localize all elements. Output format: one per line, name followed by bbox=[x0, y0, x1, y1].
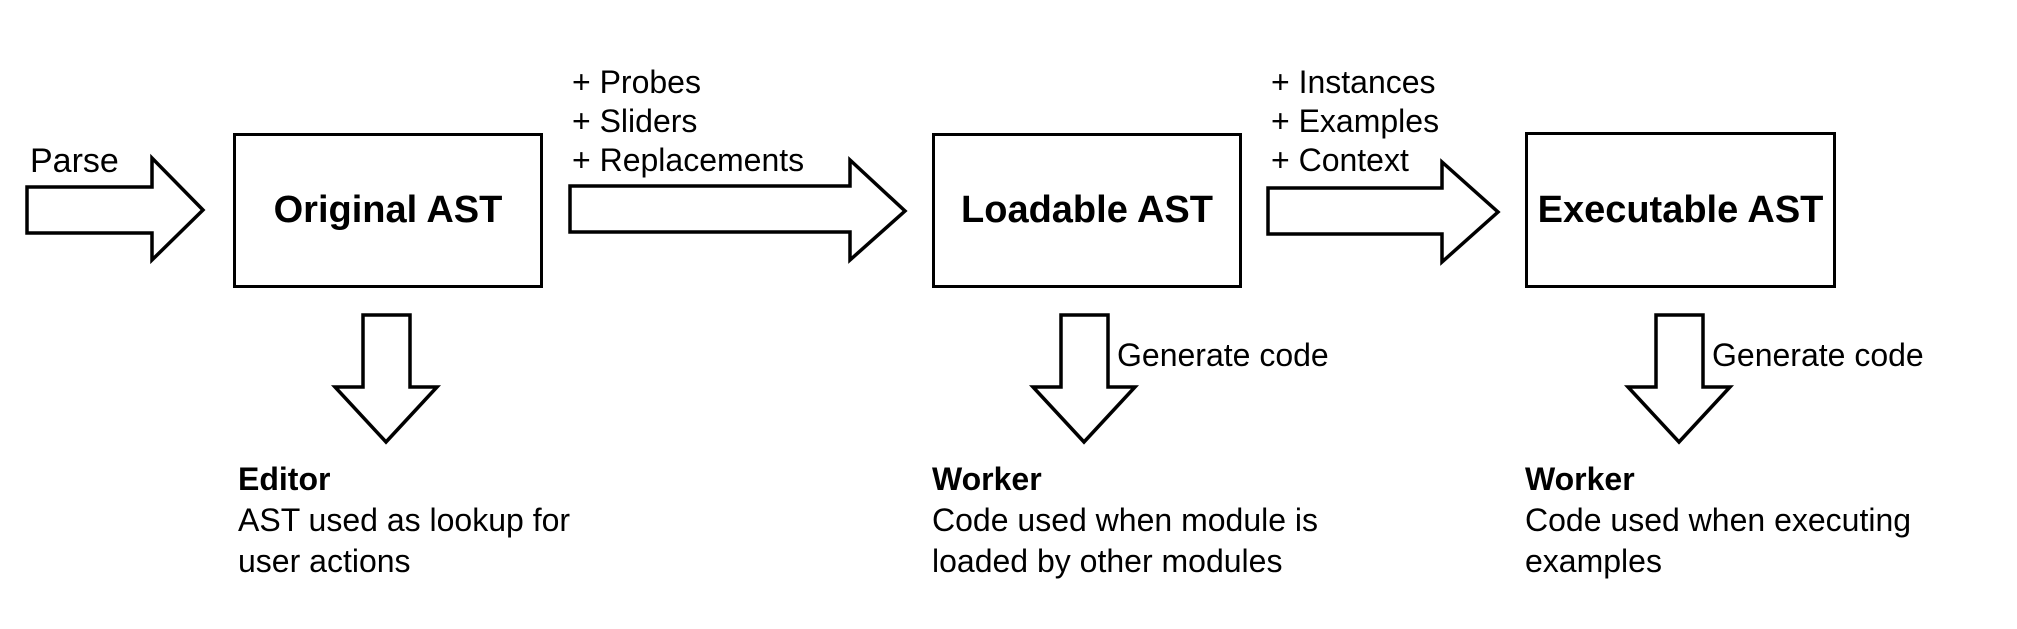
parse-arrow-icon bbox=[25, 153, 206, 265]
editor-heading: Editor bbox=[238, 461, 331, 497]
original-ast-box: Original AST bbox=[233, 133, 543, 288]
loadable-ast-box: Loadable AST bbox=[932, 133, 1242, 288]
worker-executable-heading: Worker bbox=[1525, 461, 1635, 497]
worker-loadable-heading: Worker bbox=[932, 461, 1042, 497]
to-loadable-label-sliders: + Sliders bbox=[572, 103, 698, 139]
original-to-editor-arrow-icon bbox=[330, 313, 442, 445]
editor-description: Editor AST used as lookup for user actio… bbox=[238, 459, 570, 582]
worker-loadable-description-line-2: loaded by other modules bbox=[932, 543, 1283, 579]
to-loadable-labels: + Probes + Sliders + Replacements bbox=[572, 63, 804, 180]
parse-label: Parse bbox=[30, 142, 119, 180]
worker-loadable-description: Worker Code used when module is loaded b… bbox=[932, 459, 1318, 582]
executable-ast-box: Executable AST bbox=[1525, 132, 1836, 288]
to-executable-label-examples: + Examples bbox=[1271, 103, 1440, 139]
worker-executable-description: Worker Code used when executing examples bbox=[1525, 459, 1911, 582]
to-executable-label-instances: + Instances bbox=[1271, 64, 1436, 100]
executable-to-worker-arrow-icon bbox=[1623, 313, 1735, 445]
generate-code-label-executable: Generate code bbox=[1712, 337, 1924, 373]
worker-executable-description-line-2: examples bbox=[1525, 543, 1662, 579]
to-loadable-arrow-icon bbox=[568, 155, 908, 264]
to-executable-label-context: + Context bbox=[1271, 142, 1409, 178]
to-executable-labels: + Instances + Examples + Context bbox=[1271, 63, 1439, 180]
loadable-ast-box-title: Loadable AST bbox=[961, 189, 1213, 231]
original-ast-box-title: Original AST bbox=[273, 189, 503, 231]
worker-loadable-description-line-1: Code used when module is bbox=[932, 502, 1319, 538]
loadable-to-worker-arrow-icon bbox=[1028, 313, 1140, 445]
editor-description-line-2: user actions bbox=[238, 543, 411, 579]
editor-description-line-1: AST used as lookup for bbox=[238, 502, 571, 538]
executable-ast-box-title: Executable AST bbox=[1537, 188, 1824, 231]
worker-executable-description-line-1: Code used when executing bbox=[1525, 502, 1912, 538]
to-loadable-label-probes: + Probes bbox=[572, 64, 701, 100]
to-executable-arrow-icon bbox=[1266, 158, 1501, 266]
to-loadable-label-replacements: + Replacements bbox=[572, 142, 805, 178]
generate-code-label-loadable: Generate code bbox=[1117, 337, 1329, 373]
